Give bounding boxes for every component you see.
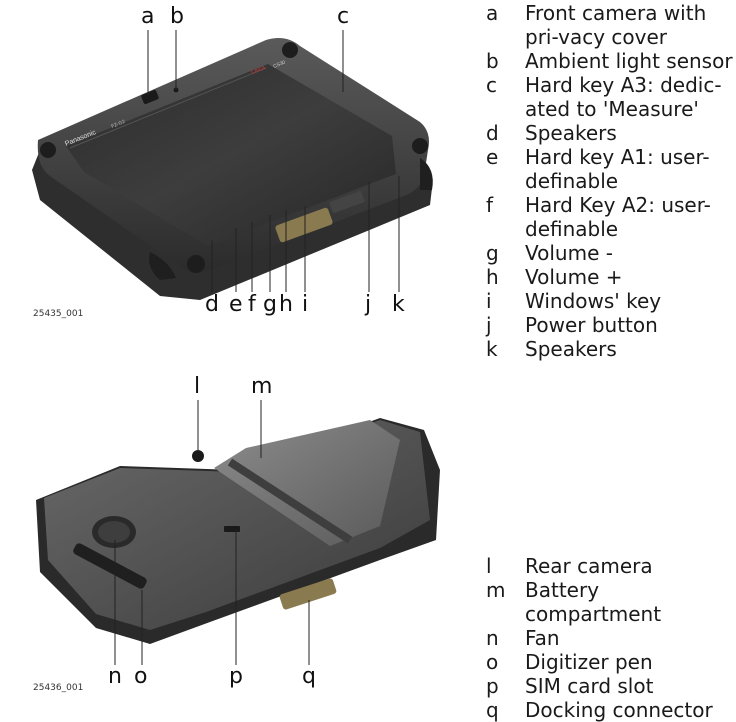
tablet-front: Panasonic FZ-G2 Leica CS30 — [32, 30, 433, 300]
callout-f: f — [248, 292, 256, 317]
callout-c: c — [337, 4, 350, 29]
callout-e: e — [229, 292, 243, 317]
callout-h: h — [279, 292, 293, 317]
callout-p: p — [229, 664, 243, 689]
callout-q: q — [302, 664, 316, 689]
device-figures: Panasonic FZ-G2 Leica CS30 — [32, 4, 440, 693]
device-illustrations: Panasonic FZ-G2 Leica CS30 — [32, 30, 440, 665]
callout-a: a — [141, 4, 155, 29]
callout-l: l — [194, 374, 201, 399]
callout-j: j — [365, 292, 372, 317]
callout-m: m — [251, 374, 273, 399]
callout-o: o — [134, 664, 148, 689]
callout-k: k — [392, 292, 405, 317]
model-text: FZ-G2 — [111, 119, 127, 130]
logo-text: Leica — [251, 65, 267, 76]
callout-n: n — [108, 664, 122, 689]
figure-id-front: 25435_001 — [33, 309, 84, 319]
tablet-rear — [36, 400, 440, 665]
callout-i: i — [302, 292, 309, 317]
figure-id-rear: 25436_001 — [33, 683, 84, 693]
callout-b: b — [170, 4, 184, 29]
product-text: CS30 — [273, 60, 287, 70]
callout-g: g — [263, 292, 277, 317]
callout-d: d — [205, 292, 219, 317]
